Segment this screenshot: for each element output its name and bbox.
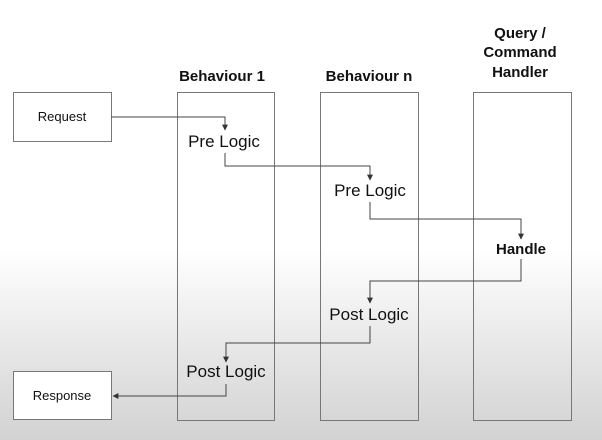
post-logic-n-label: Post Logic [329, 305, 409, 324]
request-label: Request [38, 109, 87, 124]
behaviour-n-lane [320, 92, 419, 421]
handler-title-line-3: Handler [492, 64, 548, 81]
arrow-post-logic-n-to-post-logic-1 [223, 326, 371, 363]
response-label: Response [33, 388, 92, 403]
handler-lane [473, 92, 572, 421]
arrow-post-logic-1-to-response [112, 384, 227, 399]
pre-logic-n-label: Pre Logic [334, 181, 406, 200]
post-logic-1-label: Post Logic [186, 362, 266, 381]
arrow-request-to-pre-logic-1 [111, 116, 228, 131]
handler-title-line-1: Query / [494, 25, 547, 42]
response-box [13, 371, 112, 420]
pre-logic-1-label: Pre Logic [188, 132, 260, 151]
behaviour-1-lane [177, 92, 275, 421]
handler-title-line-2: Command [483, 44, 556, 61]
request-box [13, 92, 112, 142]
arrow-pre-logic-n-to-handle [369, 202, 524, 240]
behaviour-1-title: Behaviour 1 [179, 68, 265, 85]
arrow-handle-to-post-logic-n [367, 259, 522, 304]
arrow-pre-logic-1-to-pre-logic-n [224, 153, 373, 181]
behaviour-n-title: Behaviour n [326, 68, 413, 85]
handle-label: Handle [496, 241, 546, 258]
